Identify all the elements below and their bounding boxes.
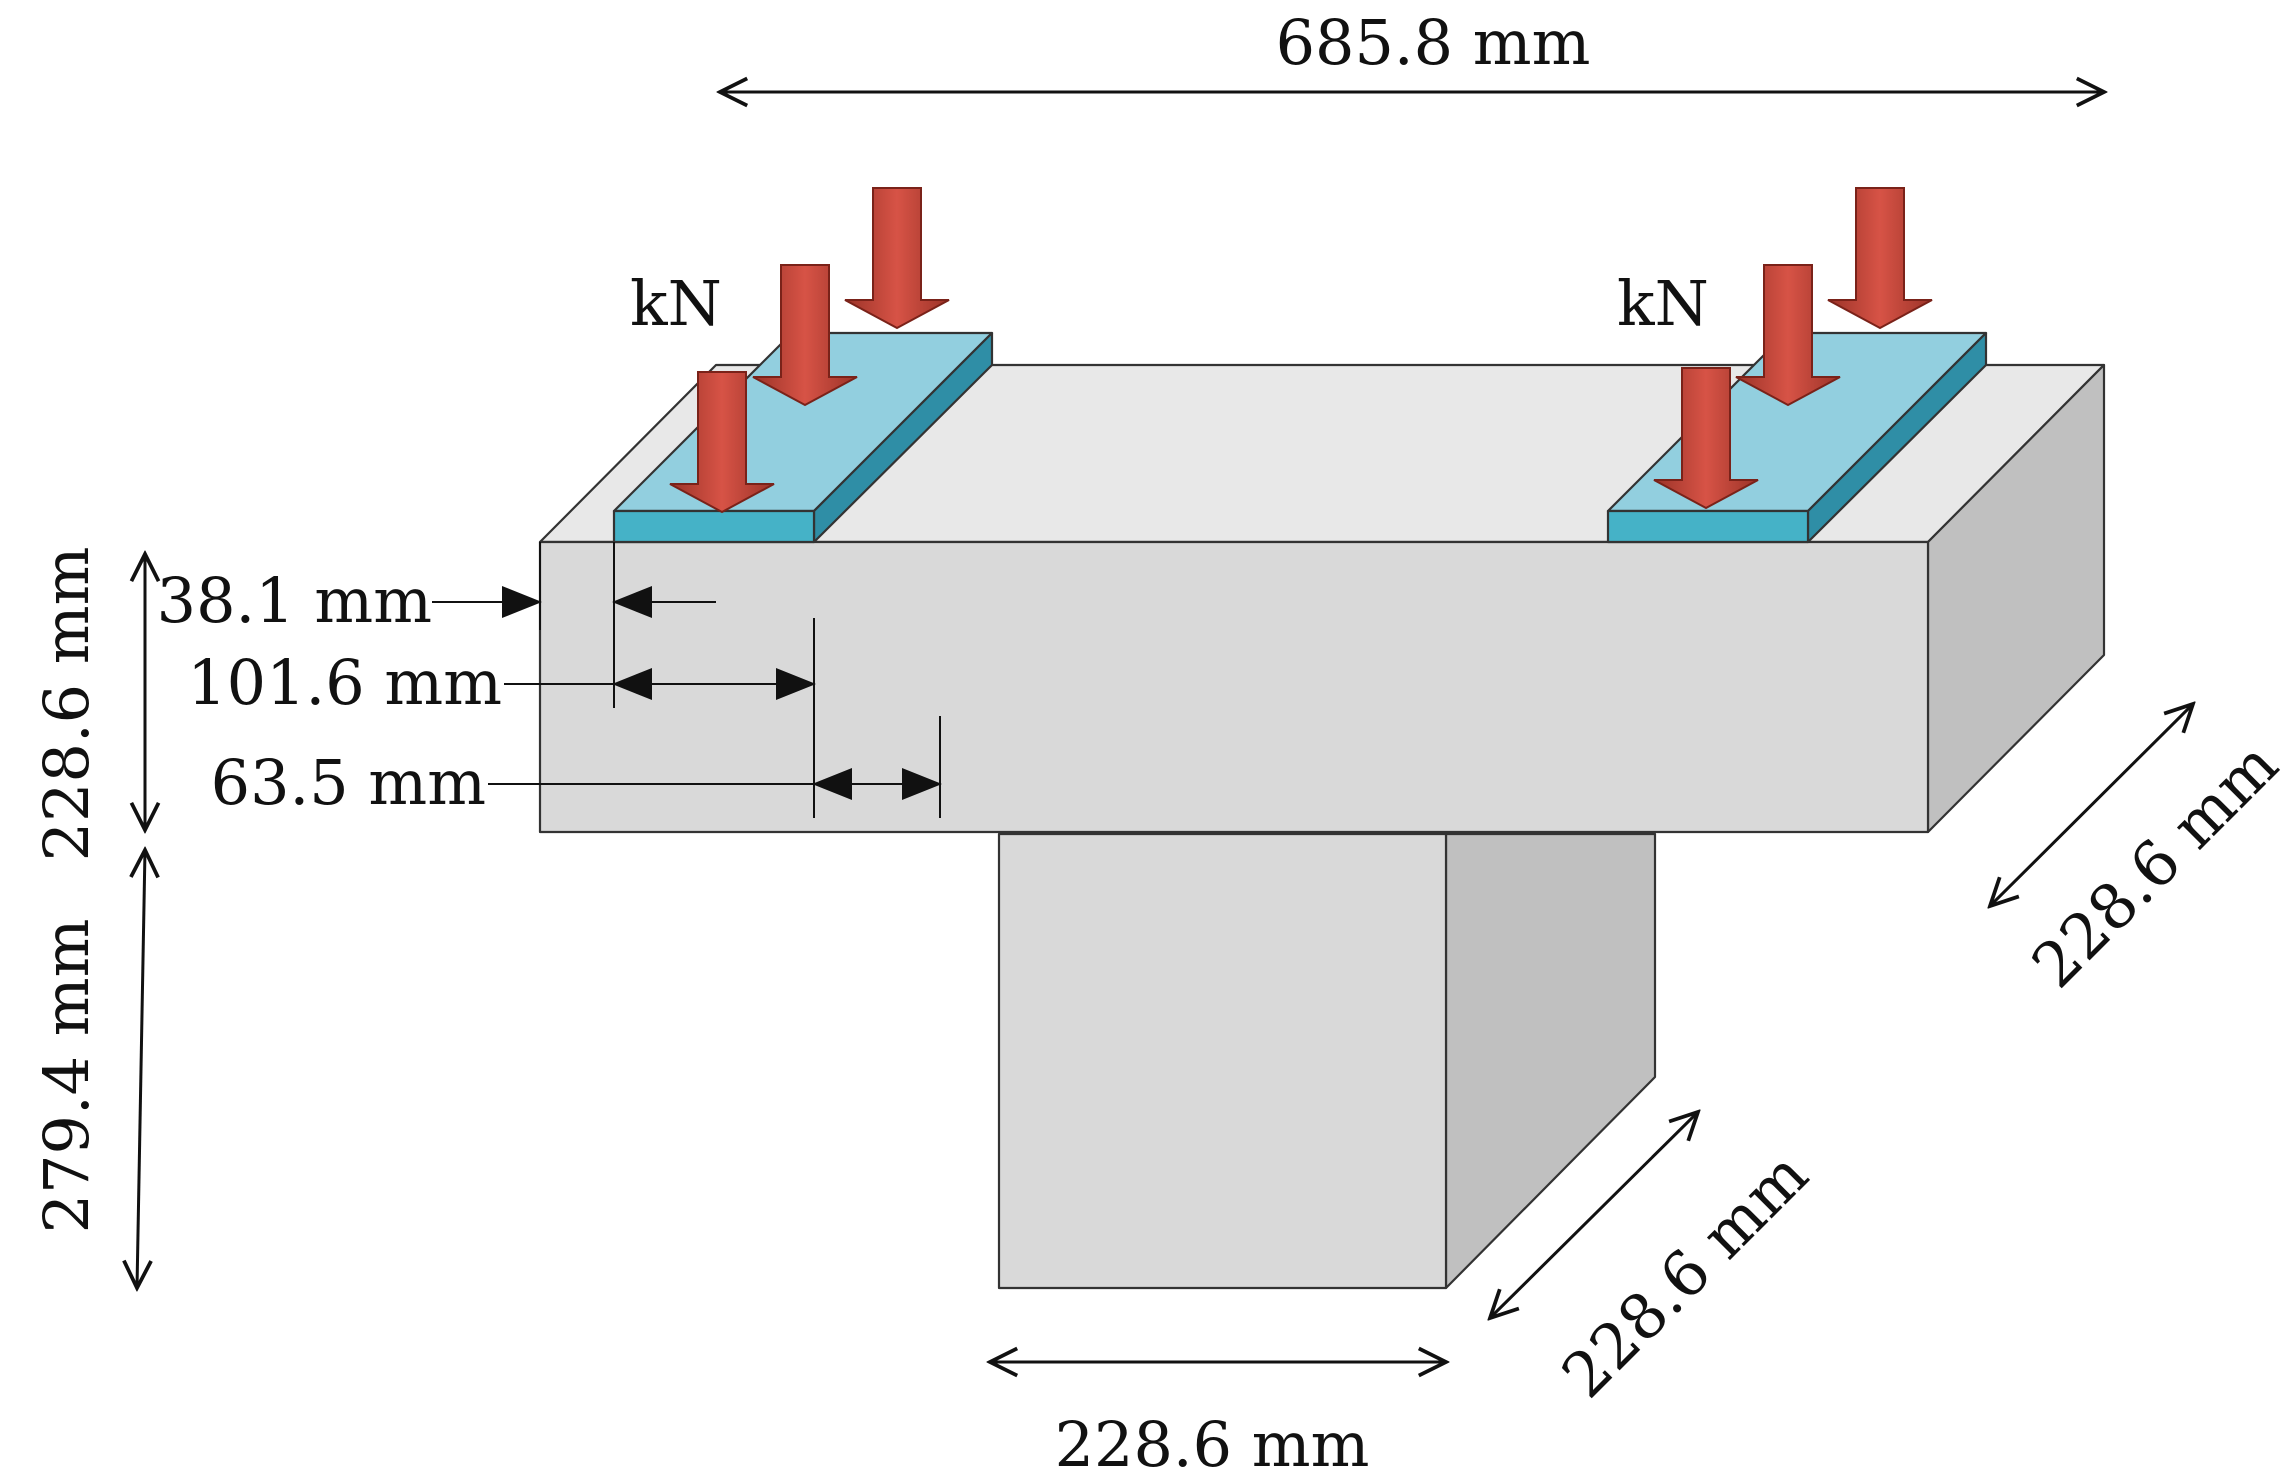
down-arrow-icon — [1653, 367, 1759, 510]
down-arrow-icon — [752, 264, 858, 407]
column-front-face — [997, 832, 1448, 1290]
column-width-label: 228.6 mm — [1055, 1408, 1370, 1480]
right-load-unit: kN — [1617, 267, 1709, 340]
plate-gap-label: 63.5 mm — [211, 746, 486, 819]
flange-front-face — [538, 540, 1930, 834]
edge-offset-label: 38.1 mm — [157, 564, 432, 637]
down-arrow-icon — [669, 371, 775, 514]
right-plate-front — [1606, 509, 1810, 544]
column-height-dimension-line — [137, 850, 145, 1288]
flange-height-label: 228.6 mm — [30, 547, 103, 862]
flange-depth-label: 228.6 mm — [2018, 728, 2284, 1002]
column-depth-dimension-line — [1490, 1112, 1698, 1318]
column — [997, 832, 1657, 1290]
column-height-label: 279.4 mm — [30, 919, 103, 1234]
left-plate-front — [612, 509, 816, 544]
down-arrow-icon — [844, 187, 950, 330]
flange-depth-dimension-line — [1990, 704, 2193, 906]
load-arrows — [669, 187, 1933, 514]
top-width-label: 685.8 mm — [1276, 6, 1591, 79]
plate-width-label: 101.6 mm — [187, 646, 502, 719]
down-arrow-icon — [1735, 264, 1841, 407]
left-load-unit: kN — [630, 267, 722, 340]
column-depth-label: 228.6 mm — [1548, 1138, 1822, 1412]
down-arrow-icon — [1827, 187, 1933, 330]
column-side-face — [1444, 832, 1657, 1290]
